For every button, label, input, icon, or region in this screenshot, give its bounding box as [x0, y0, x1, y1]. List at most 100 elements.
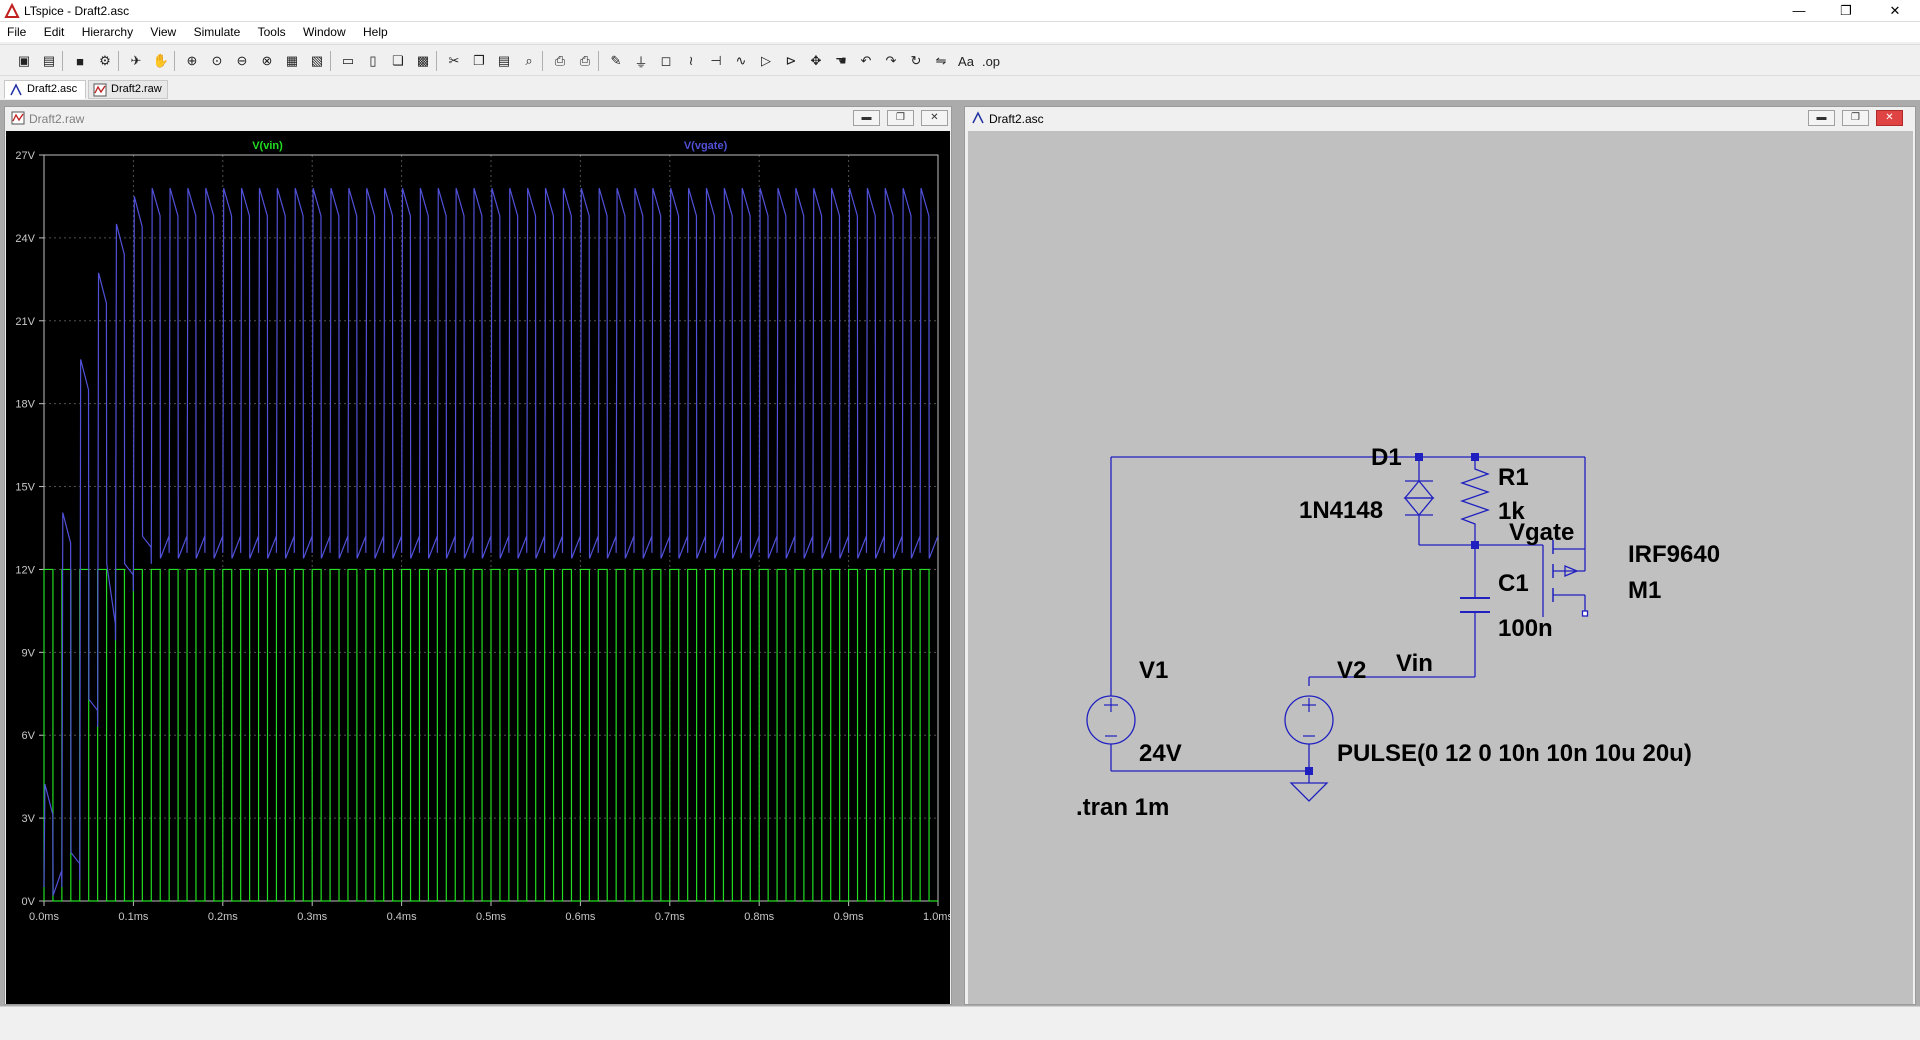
capacitor-icon[interactable]: ⊣ [710, 53, 722, 68]
toolbar-separator [436, 51, 437, 71]
r1-resistor[interactable] [1460, 457, 1490, 545]
c1-value: 100n [1498, 615, 1553, 642]
menu-hierarchy[interactable]: Hierarchy [81, 25, 134, 39]
tab-label: Draft2.raw [111, 83, 162, 95]
open-icon[interactable]: ▤ [42, 53, 56, 68]
ground-icon[interactable]: ⏚ [634, 54, 648, 70]
rotate-icon[interactable]: ↻ [910, 53, 922, 68]
r1-label: R1 [1498, 464, 1529, 491]
tran-directive[interactable]: .tran 1m [1076, 794, 1169, 821]
find-icon[interactable]: ⌕ [525, 53, 533, 68]
y-tick-label: 24V [15, 233, 35, 245]
menu-bar: File Edit Hierarchy View Simulate Tools … [0, 22, 1920, 42]
waveform-window-titlebar[interactable]: Draft2.raw ▬ ❐ ✕ [5, 107, 951, 129]
text-icon[interactable]: Aa [958, 53, 974, 69]
copy-icon[interactable]: ❐ [473, 53, 485, 68]
m1-arrow [1564, 565, 1579, 577]
component-icon[interactable]: ⊳ [785, 53, 797, 68]
d1-diode[interactable] [1403, 479, 1435, 517]
print-icon[interactable]: ⎙ [579, 53, 591, 68]
x-tick-label: 0.4ms [387, 911, 417, 923]
r1-value: 1k [1498, 498, 1525, 525]
tile-vertical-icon[interactable]: ▯ [369, 53, 377, 68]
zoom-pan-icon[interactable]: ⊙ [211, 53, 223, 68]
menu-window[interactable]: Window [302, 25, 346, 39]
new-schematic-icon[interactable]: ▣ [17, 53, 31, 68]
schematic-minimize-button[interactable]: ▬ [1808, 110, 1835, 126]
zoom-in-icon[interactable]: ⊕ [186, 53, 198, 68]
x-tick-label: 0.6ms [565, 911, 595, 923]
resistor-icon[interactable]: ≀ [688, 53, 694, 68]
cascade-icon[interactable]: ❏ [392, 53, 404, 68]
x-tick-label: 1.0ms [923, 911, 950, 923]
junction-dot [1471, 453, 1479, 461]
move-icon[interactable]: ✥ [810, 53, 822, 68]
y-tick-label: 0V [22, 896, 36, 908]
control-panel-icon[interactable]: ⚙ [99, 53, 111, 68]
y-tick-label: 3V [22, 813, 36, 825]
close-button[interactable]: ✕ [1889, 3, 1901, 18]
y-tick-label: 15V [15, 482, 35, 494]
c1-label: C1 [1498, 570, 1529, 597]
waveform-icon [93, 83, 107, 97]
restore-button[interactable]: ❐ [1840, 3, 1852, 18]
save-icon[interactable]: ■ [76, 53, 84, 69]
schematic-restore-button[interactable]: ❐ [1842, 110, 1869, 126]
wire-icon[interactable]: ✎ [610, 53, 622, 68]
v2-label: V2 [1337, 657, 1366, 684]
y-tick-label: 18V [15, 399, 35, 411]
y-tick-label: 6V [22, 730, 36, 742]
document-tabbar: Draft2.asc Draft2.raw [0, 78, 1920, 100]
tab-label: Draft2.asc [27, 83, 78, 95]
close-all-icon[interactable]: ▩ [416, 53, 430, 68]
diode-icon[interactable]: ▷ [761, 53, 771, 68]
d1-label: D1 [1371, 444, 1402, 471]
series-vgate-line [43, 187, 939, 896]
junction-dot [1305, 767, 1313, 775]
undo-icon[interactable]: ↶ [860, 53, 872, 68]
m1-label: M1 [1628, 577, 1661, 604]
menu-file[interactable]: File [7, 25, 27, 39]
menu-edit[interactable]: Edit [43, 25, 65, 39]
schematic-canvas[interactable]: D1 1N4148 R1 1k Vgate IRF9640 M1 C1 100n… [968, 131, 1913, 1004]
schematic-window-titlebar[interactable]: Draft2.asc ▬ ❐ ✕ [965, 107, 1915, 129]
zoom-fit-icon[interactable]: ⊗ [261, 53, 273, 68]
run-icon[interactable]: ✈ [130, 53, 142, 68]
y-tick-label: 9V [22, 647, 36, 659]
tab-draft2-raw[interactable]: Draft2.raw [88, 80, 168, 99]
mirror-icon[interactable]: ⇋ [935, 53, 947, 68]
menu-view[interactable]: View [150, 25, 177, 39]
v1-value: 24V [1139, 740, 1182, 767]
menu-help[interactable]: Help [362, 25, 388, 39]
halt-icon[interactable]: ✋ [152, 53, 170, 68]
minimize-button[interactable]: — [1792, 3, 1806, 18]
delete-plot-icon[interactable]: ▧ [310, 53, 324, 68]
m1-model: IRF9640 [1628, 541, 1720, 568]
print-setup-icon[interactable]: ⎙ [554, 53, 566, 68]
tile-horizontal-icon[interactable]: ▭ [341, 53, 355, 68]
v1-label: V1 [1139, 657, 1168, 684]
cut-icon[interactable]: ✂ [448, 53, 460, 68]
tab-draft2-asc[interactable]: Draft2.asc [4, 80, 86, 99]
schematic-close-button[interactable]: ✕ [1876, 110, 1903, 126]
autorange-icon[interactable]: ▦ [285, 53, 299, 68]
menu-simulate[interactable]: Simulate [193, 25, 241, 39]
waveform-icon [11, 111, 25, 125]
toolbar-separator [598, 51, 599, 71]
vgate-net-label: Vgate [1509, 519, 1574, 546]
ground-symbol[interactable] [1289, 782, 1329, 802]
label-net-icon[interactable]: ◻ [660, 53, 672, 68]
drag-icon[interactable]: ☚ [835, 53, 847, 68]
spice-directive-icon[interactable]: .op [981, 53, 1001, 69]
toolbar-separator [174, 51, 175, 71]
inductor-icon[interactable]: ∿ [735, 53, 747, 68]
redo-icon[interactable]: ↷ [885, 53, 897, 68]
waveform-minimize-button[interactable]: ▬ [853, 110, 880, 126]
menu-tools[interactable]: Tools [257, 25, 286, 39]
paste-icon[interactable]: ▤ [497, 53, 511, 68]
waveform-close-button[interactable]: ✕ [921, 110, 948, 126]
zoom-out-icon[interactable]: ⊖ [236, 53, 248, 68]
waveform-restore-button[interactable]: ❐ [887, 110, 914, 126]
